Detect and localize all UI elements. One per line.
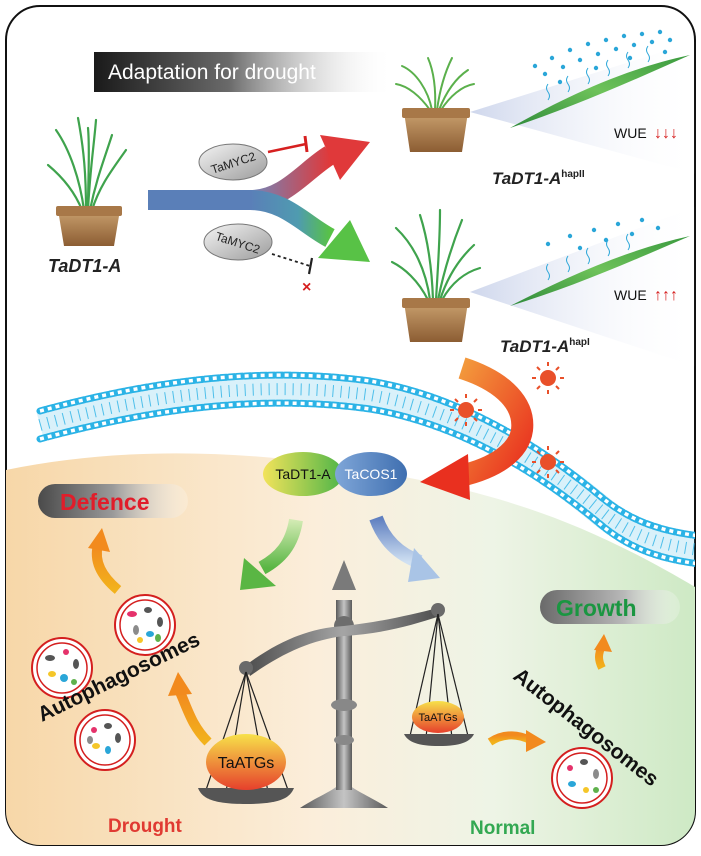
autophagosome-2 (31, 637, 93, 699)
autophagosome-4 (551, 747, 613, 809)
adaptation-banner: Adaptation for drought (94, 52, 394, 92)
arrow-to-autophagosome-left (168, 672, 212, 746)
light-burst-2 (450, 394, 482, 426)
split-arrow (148, 135, 370, 262)
banner-title: Adaptation for drought (108, 61, 316, 84)
autophagosome-1 (114, 594, 176, 656)
protein-complex: TaDT1-A TaCOS1 (263, 452, 407, 496)
blocked-inhibition-line (271, 253, 311, 267)
tamyc2-bottom: TaMYC2 × (203, 223, 314, 296)
cross-mark: × (302, 279, 311, 296)
inhibition-line (267, 142, 307, 154)
autophagosome-3 (74, 709, 136, 771)
green-arrow (240, 518, 303, 590)
complex-tadt1a-label: TaDT1-A (275, 466, 331, 482)
growth-badge: Growth (540, 590, 680, 624)
normal-label: Normal (470, 818, 535, 839)
left-pan-label: TaATGs (218, 755, 275, 772)
drought-label: Drought (108, 816, 183, 837)
hapi-label: TaDT1-AhapI (500, 337, 590, 356)
arrow-to-growth (594, 634, 612, 670)
hapii-wue-label: WUE (614, 125, 647, 141)
right-pan-taatgs: TaATGs (412, 701, 464, 733)
defence-label: Defence (60, 489, 149, 515)
hapi-wue-arrows: ↑↑↑ (654, 287, 678, 304)
plasma-membrane (36, 371, 695, 568)
hapii-wue-arrows: ↓↓↓ (654, 125, 678, 142)
light-burst-1 (532, 362, 564, 394)
arrow-to-defence (88, 528, 122, 594)
blue-arrow (369, 515, 440, 582)
complex-tacos1-label: TaCOS1 (345, 466, 398, 482)
hapii-plant (395, 57, 475, 152)
left-pan-taatgs: TaATGs (206, 734, 286, 790)
defence-badge: Defence (38, 484, 188, 518)
right-pan-label: TaATGs (419, 712, 458, 724)
signal-arrow (420, 357, 534, 500)
hapii-label: TaDT1-AhapII (492, 169, 585, 188)
hapi-leaf-panel: WUE ↑↑↑ (470, 205, 695, 368)
hapi-wue-label: WUE (614, 287, 647, 303)
balance-scale (198, 560, 474, 808)
arrow-to-autophagosome-right (487, 730, 546, 752)
center-plant (46, 116, 128, 246)
light-burst-3 (532, 446, 564, 478)
tamyc2-top: TaMYC2 (198, 135, 309, 181)
center-plant-label: TaDT1-A (48, 256, 121, 276)
growth-label: Growth (556, 595, 637, 621)
hapii-leaf-panel: WUE ↓↓↓ (470, 29, 695, 175)
hapi-plant (390, 208, 482, 342)
